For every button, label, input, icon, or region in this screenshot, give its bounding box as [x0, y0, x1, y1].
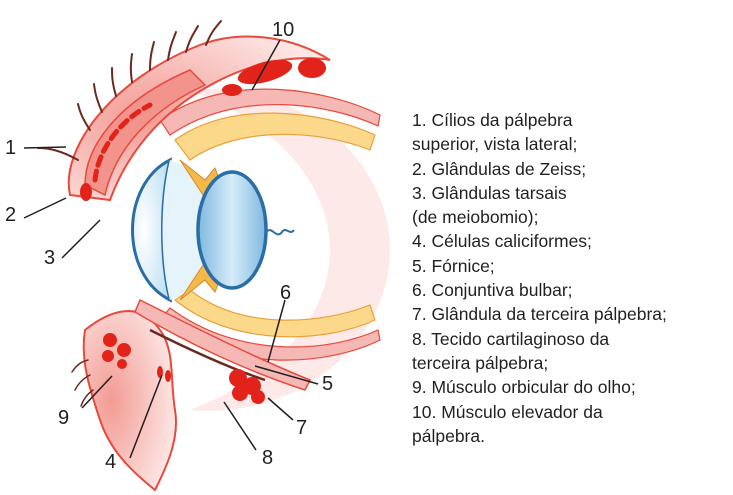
legend-line: 3. Glândulas tarsais [412, 181, 730, 205]
legend: 1. Cílios da pálpebra superior, vista la… [412, 108, 730, 448]
legend-line: pálpebra. [412, 424, 730, 448]
legend-line: 7. Glândula da terceira pálpebra; [412, 302, 730, 326]
legend-line: 5. Fórnice; [412, 254, 730, 278]
levator-muscle-blob-2 [298, 58, 326, 78]
zeiss-gland [80, 183, 92, 201]
legend-line: 8. Tecido cartilaginoso da [412, 327, 730, 351]
levator-muscle-blob-3 [222, 84, 242, 96]
callout-8: 8 [262, 448, 273, 468]
callout-6: 6 [280, 283, 291, 303]
callout-2: 2 [5, 205, 16, 225]
legend-line: 10. Músculo elevador da [412, 400, 730, 424]
legend-line: 1. Cílios da pálpebra [412, 108, 730, 132]
legend-line: 6. Conjuntiva bulbar; [412, 278, 730, 302]
legend-line: 9. Músculo orbicular do olho; [412, 375, 730, 399]
legend-line: terceira pálpebra; [412, 351, 730, 375]
callout-9: 9 [58, 408, 69, 428]
legend-line: 4. Células caliciformes; [412, 229, 730, 253]
callout-3: 3 [44, 248, 55, 268]
callout-1: 1 [5, 138, 16, 158]
callout-7: 7 [296, 418, 307, 438]
legend-line: (de meiobomio); [412, 205, 730, 229]
callout-5: 5 [322, 374, 333, 394]
lens [198, 172, 266, 288]
lower-eyelid [84, 311, 176, 490]
legend-line: 2. Glândulas de Zeiss; [412, 157, 730, 181]
optic-squiggle [266, 230, 294, 234]
legend-line: superior, vista lateral; [412, 132, 730, 156]
callout-4: 4 [105, 452, 116, 472]
callout-10: 10 [272, 20, 294, 40]
